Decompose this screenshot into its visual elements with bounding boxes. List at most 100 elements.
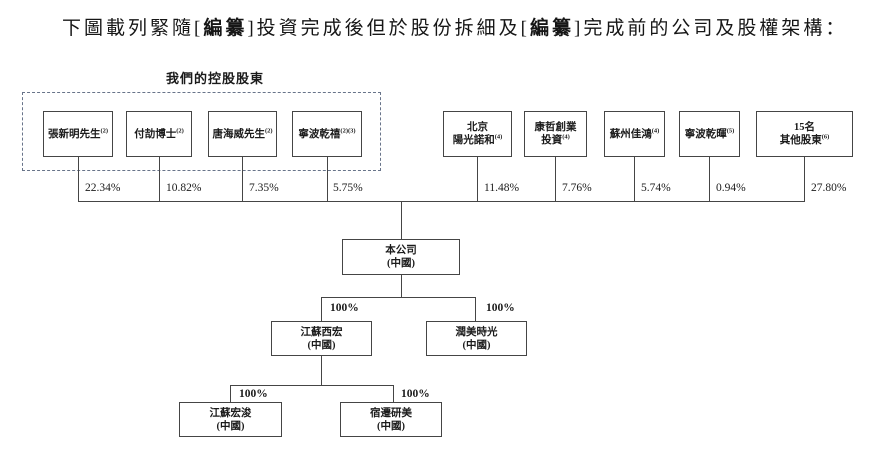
shareholder-name: 北京 xyxy=(467,121,488,134)
controlling-shareholders-dashed-border xyxy=(22,92,381,171)
title-segment-bold: 編纂 xyxy=(203,18,248,39)
company-jurisdiction-text: (中國) xyxy=(216,420,245,432)
company-jurisdiction-text: (中國) xyxy=(462,339,491,351)
shareholder-name-text: 陽光諾和 xyxy=(452,135,495,146)
company-jurisdiction-text: (中國) xyxy=(377,420,405,432)
connector-line xyxy=(321,297,476,298)
connector-line xyxy=(401,202,402,239)
company-name-text: 本公司 xyxy=(385,245,417,256)
company-name-text: 潤美時光 xyxy=(455,326,498,338)
connector-line xyxy=(477,157,478,201)
company-box-main: 本公司 (中國) xyxy=(342,239,460,275)
subsidiary-box-1: 江蘇西宏 (中國) xyxy=(271,321,372,356)
company-name-text: 江蘇西宏 xyxy=(300,326,343,338)
company-jurisdiction: (中國) xyxy=(377,420,405,433)
company-name: 宿遷研美 xyxy=(370,407,412,420)
connector-line xyxy=(230,386,231,402)
footnote-ref: (2) xyxy=(264,127,273,134)
title-segment-bold: 編纂 xyxy=(530,18,575,39)
shareholder-name-text: 其他股東 xyxy=(779,135,822,146)
company-jurisdiction-text: (中國) xyxy=(307,339,336,351)
ownership-percent: 11.48% xyxy=(484,182,520,194)
footnote-ref: (2)(3) xyxy=(340,127,356,134)
title-segment: ]完成前的公司及股權架構： xyxy=(574,18,848,39)
ownership-percent: 7.76% xyxy=(562,182,592,194)
connector-line xyxy=(555,157,556,201)
shareholder-name: 陽光諾和(4) xyxy=(453,134,503,147)
shareholder-name-text: 蘇州佳鴻 xyxy=(609,128,652,140)
company-name: 江蘇西宏 xyxy=(301,326,343,339)
shareholder-name: 寧波乾暉(5) xyxy=(685,127,735,141)
shareholder-name: 付劼博士(2) xyxy=(134,127,184,141)
ownership-percent: 10.82% xyxy=(166,182,202,194)
ownership-percent: 5.74% xyxy=(641,182,671,194)
company-name: 本公司 xyxy=(385,244,417,257)
company-name: 潤美時光 xyxy=(456,326,498,339)
connector-line xyxy=(709,157,710,201)
connector-line xyxy=(321,356,322,386)
shareholder-box-8: 寧波乾暉(5) xyxy=(679,111,740,157)
connector-line xyxy=(401,275,402,298)
shareholder-name-text: 康哲創業 xyxy=(534,122,577,133)
shareholder-name-text: 寧波乾禧 xyxy=(298,128,341,140)
shareholder-name: 投資(4) xyxy=(541,134,570,147)
company-jurisdiction-text: (中國) xyxy=(387,258,415,269)
shareholder-box-2: 付劼博士(2) xyxy=(126,111,192,157)
ownership-percent: 27.80% xyxy=(811,182,847,194)
shareholder-box-7: 蘇州佳鴻(4) xyxy=(604,111,665,157)
company-name-text: 宿遷研美 xyxy=(370,407,412,419)
subsidiary-box-2: 潤美時光 (中國) xyxy=(426,321,527,356)
shareholder-name: 15名 xyxy=(794,121,815,134)
shareholder-name: 唐海威先生(2) xyxy=(212,127,273,141)
shareholder-name-text: 投資 xyxy=(541,135,563,146)
company-jurisdiction: (中國) xyxy=(463,339,491,352)
connector-line xyxy=(634,157,635,201)
footnote-ref: (2) xyxy=(176,127,184,134)
shareholder-name-text: 張新明先生 xyxy=(47,128,101,140)
connector-line xyxy=(159,157,160,201)
connector-line xyxy=(78,157,79,201)
footnote-ref: (2) xyxy=(100,127,109,134)
shareholder-bus-line xyxy=(78,201,805,202)
shareholder-box-6: 康哲創業 投資(4) xyxy=(524,111,587,157)
connector-line xyxy=(393,386,394,402)
footnote-ref: (4) xyxy=(562,133,570,141)
footnote-ref: (4) xyxy=(494,133,503,141)
footnote-ref: (4) xyxy=(651,127,660,134)
shareholder-name: 寧波乾禧(2)(3) xyxy=(298,127,356,141)
shareholder-name: 其他股東(6) xyxy=(780,134,830,147)
shareholder-name: 張新明先生(2) xyxy=(47,127,109,141)
shareholder-box-5: 北京 陽光諾和(4) xyxy=(443,111,512,157)
shareholder-name-text: 北京 xyxy=(467,122,488,133)
ownership-percent: 0.94% xyxy=(716,182,746,194)
controlling-shareholders-label: 我們的控股股東 xyxy=(165,71,264,86)
shareholder-name-text: 唐海威先生 xyxy=(212,128,265,140)
shareholder-box-9: 15名 其他股東(6) xyxy=(756,111,853,157)
connector-line xyxy=(321,298,322,321)
shareholder-box-1: 張新明先生(2) xyxy=(43,111,113,157)
footnote-ref: (6) xyxy=(821,133,830,141)
page-title: 下圖載列緊隨[編纂]投資完成後但於股份拆細及[編纂]完成前的公司及股權架構： xyxy=(62,13,847,40)
ownership-percent: 5.75% xyxy=(333,182,363,194)
shareholder-box-3: 唐海威先生(2) xyxy=(208,111,277,157)
company-name-text: 江蘇宏浚 xyxy=(209,407,252,419)
company-name: 江蘇宏浚 xyxy=(210,407,252,420)
title-segment: 下圖載列緊隨[ xyxy=(62,18,204,39)
subsidiary-box-4: 宿遷研美 (中國) xyxy=(340,402,442,437)
connector-line xyxy=(475,298,476,321)
title-segment: ]投資完成後但於股份拆細及[ xyxy=(247,18,530,39)
company-jurisdiction: (中國) xyxy=(308,339,336,352)
footnote-ref: (5) xyxy=(726,127,735,134)
company-jurisdiction: (中國) xyxy=(217,420,245,433)
connector-line xyxy=(242,157,243,201)
connector-line xyxy=(230,385,394,386)
connector-line xyxy=(327,157,328,201)
ownership-percent: 7.35% xyxy=(249,182,279,194)
ownership-percent: 22.34% xyxy=(85,182,121,194)
shareholder-name-text: 15名 xyxy=(794,122,815,133)
shareholder-name: 蘇州佳鴻(4) xyxy=(609,127,660,141)
shareholder-name: 康哲創業 xyxy=(535,121,577,134)
ownership-percent: 100% xyxy=(330,302,359,314)
company-jurisdiction: (中國) xyxy=(387,257,415,270)
